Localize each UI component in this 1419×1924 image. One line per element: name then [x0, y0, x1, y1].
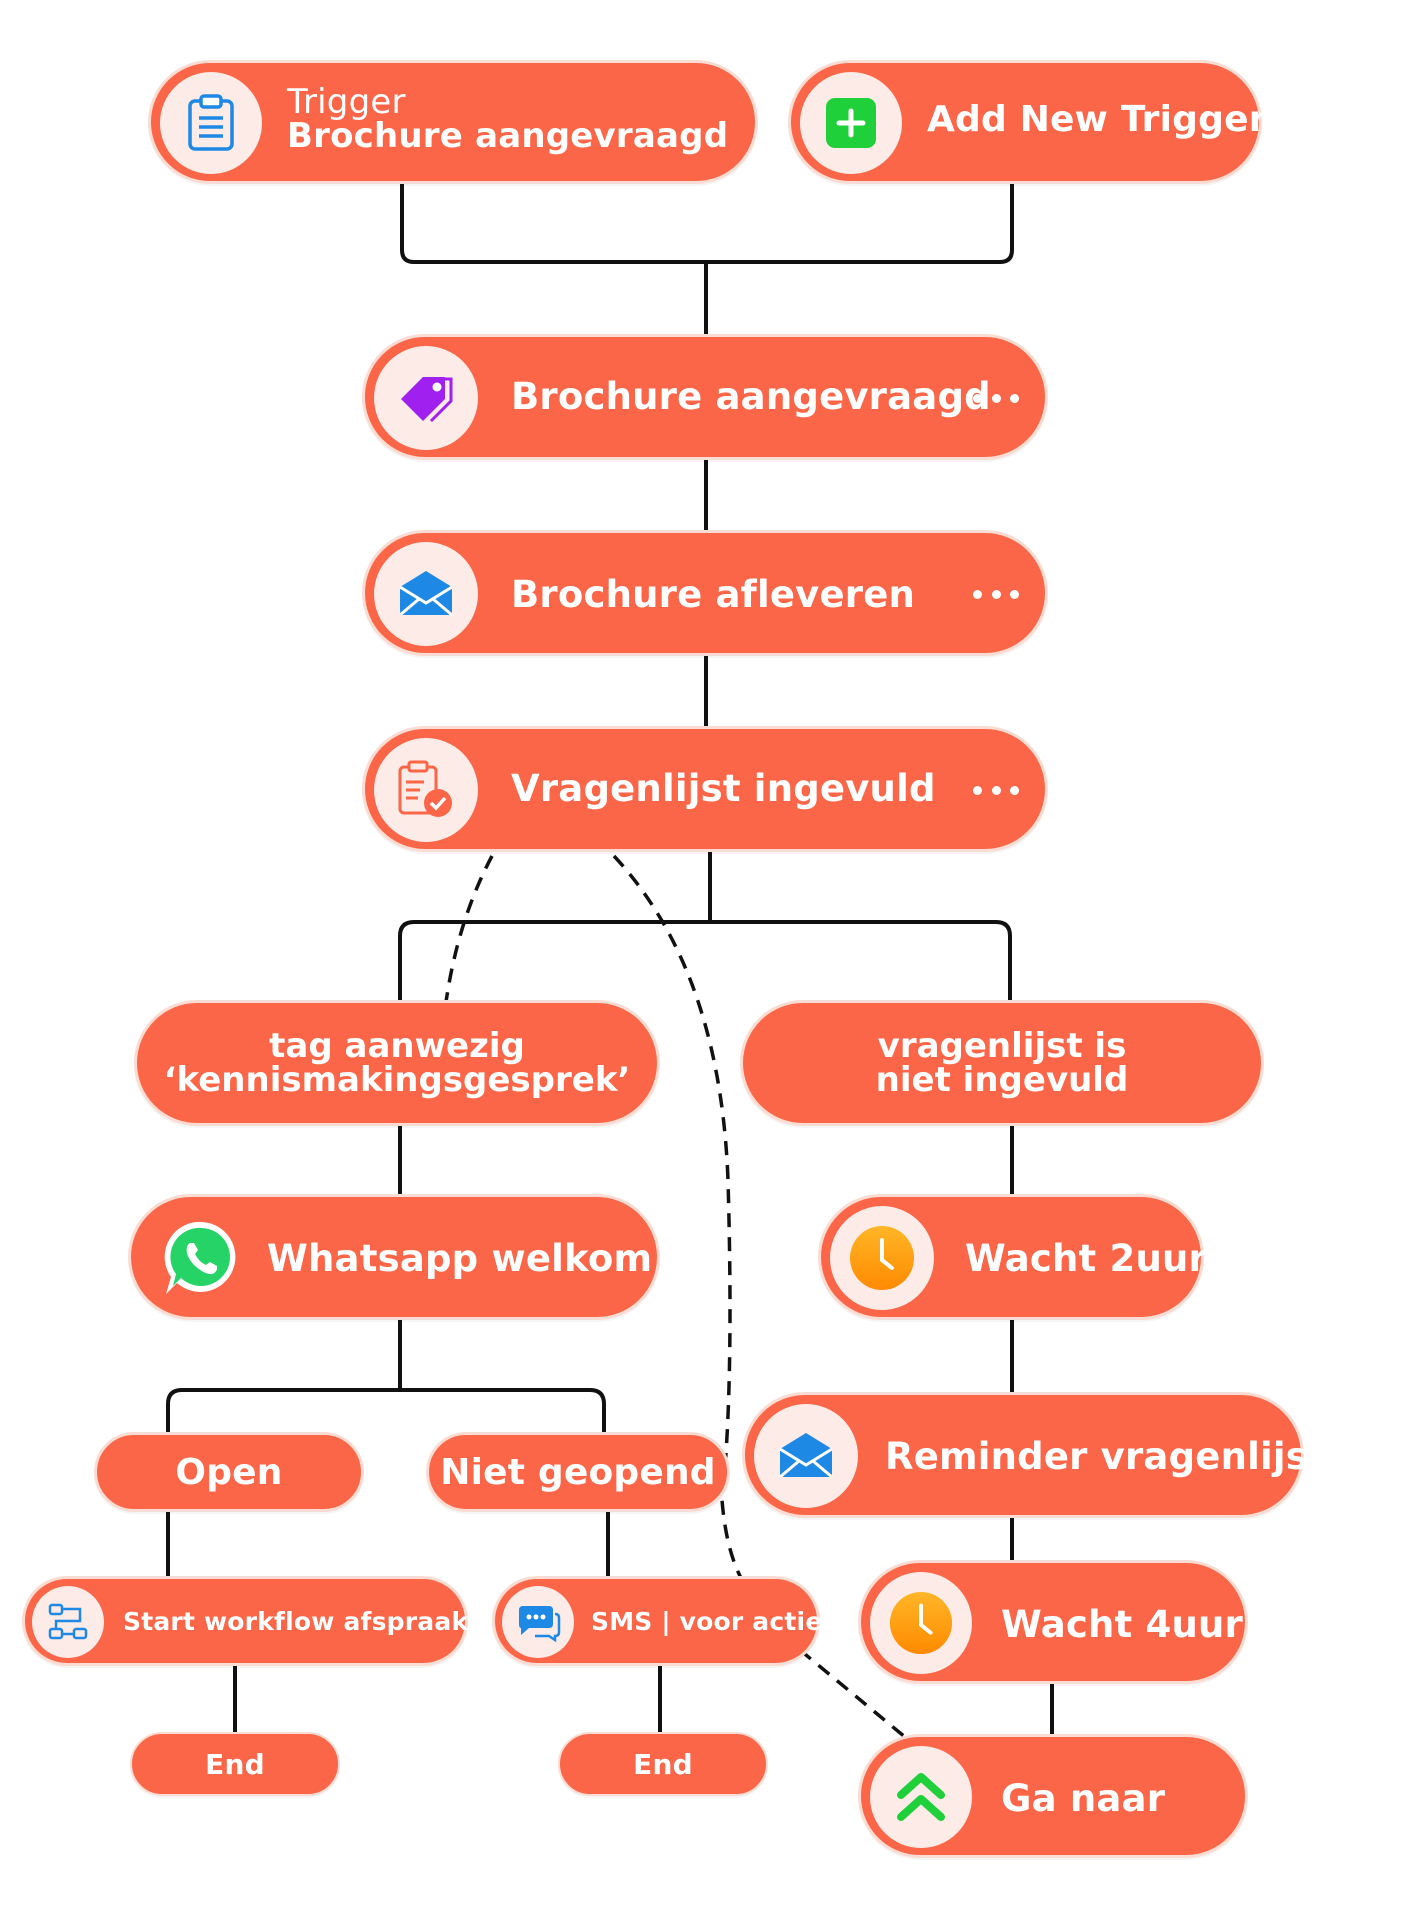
step-tag-node[interactable]: Brochure aangevraagd	[362, 334, 1048, 460]
sms-label: SMS | voor actie	[591, 1607, 823, 1636]
wait-4h-label: Wacht 4uur	[1001, 1603, 1243, 1646]
branch-open[interactable]: Open	[94, 1432, 364, 1512]
wait-2h-label: Wacht 2uur	[965, 1237, 1207, 1280]
goto-label: Ga naar	[1001, 1777, 1166, 1820]
checklist-icon	[374, 738, 478, 842]
goto-node[interactable]: Ga naar	[858, 1734, 1248, 1858]
wait-2h-node[interactable]: Wacht 2uur	[818, 1194, 1207, 1320]
add-trigger-button[interactable]: Add New Trigger	[788, 60, 1266, 184]
end-node-1[interactable]: End	[130, 1732, 340, 1796]
whatsapp-node[interactable]: Whatsapp welkom	[128, 1194, 660, 1320]
end-label-1: End	[205, 1747, 265, 1781]
branch-right-line2: niet ingevuld	[875, 1060, 1129, 1100]
envelope-icon	[374, 542, 478, 646]
start-workflow-node[interactable]: Start workflow afspraak	[22, 1576, 468, 1666]
branch-left-line2: ‘kennismakingsgesprek’	[163, 1060, 631, 1100]
trigger-name: Brochure aangevraagd	[287, 116, 729, 156]
branch-left-text: tag aanwezig ‘kennismakingsgesprek’	[164, 1029, 631, 1097]
end-label-2: End	[633, 1747, 693, 1781]
open-label: Open	[175, 1451, 283, 1493]
branch-tag-present[interactable]: tag aanwezig ‘kennismakingsgesprek’	[134, 1000, 660, 1126]
more-options-icon[interactable]	[973, 786, 1019, 798]
more-options-icon[interactable]	[973, 394, 1019, 406]
branch-left-line1: tag aanwezig	[269, 1026, 525, 1066]
step-survey-node[interactable]: Vragenlijst ingevuld	[362, 726, 1048, 852]
more-options-icon[interactable]	[973, 590, 1019, 602]
reminder-label: Reminder vragenlijst	[885, 1435, 1326, 1478]
whatsapp-label: Whatsapp welkom	[267, 1237, 653, 1280]
step-tag-label: Brochure aangevraagd	[511, 375, 991, 418]
trigger-heading: Trigger	[287, 82, 406, 122]
branch-right-text: vragenlijst is niet ingevuld	[876, 1029, 1129, 1097]
branch-survey-not-filled[interactable]: vragenlijst is niet ingevuld	[740, 1000, 1264, 1126]
clipboard-icon	[160, 72, 262, 174]
workflow-icon	[32, 1586, 104, 1658]
step-email-node[interactable]: Brochure afleveren	[362, 530, 1048, 656]
not-opened-label: Niet geopend	[440, 1451, 716, 1493]
envelope-icon	[754, 1404, 858, 1508]
clock-icon	[870, 1572, 972, 1674]
trigger-text: Trigger Brochure aangevraagd	[287, 85, 728, 153]
step-email-label: Brochure afleveren	[511, 573, 916, 616]
start-workflow-label: Start workflow afspraak	[123, 1607, 469, 1636]
tag-icon	[374, 346, 478, 450]
branch-not-opened[interactable]: Niet geopend	[426, 1432, 730, 1512]
double-chevron-up-icon	[870, 1746, 972, 1848]
step-survey-label: Vragenlijst ingevuld	[511, 767, 936, 810]
sms-node[interactable]: SMS | voor actie	[492, 1576, 823, 1666]
wait-4h-node[interactable]: Wacht 4uur	[858, 1560, 1248, 1684]
end-node-2[interactable]: End	[558, 1732, 768, 1796]
plus-square-icon	[800, 72, 902, 174]
chat-bubble-icon	[502, 1586, 574, 1658]
reminder-node[interactable]: Reminder vragenlijst	[742, 1392, 1326, 1518]
trigger-node[interactable]: Trigger Brochure aangevraagd	[148, 60, 758, 184]
add-trigger-label: Add New Trigger	[927, 99, 1267, 140]
branch-right-line1: vragenlijst is	[877, 1026, 1127, 1066]
clock-icon	[830, 1206, 934, 1310]
whatsapp-icon	[161, 1217, 243, 1299]
